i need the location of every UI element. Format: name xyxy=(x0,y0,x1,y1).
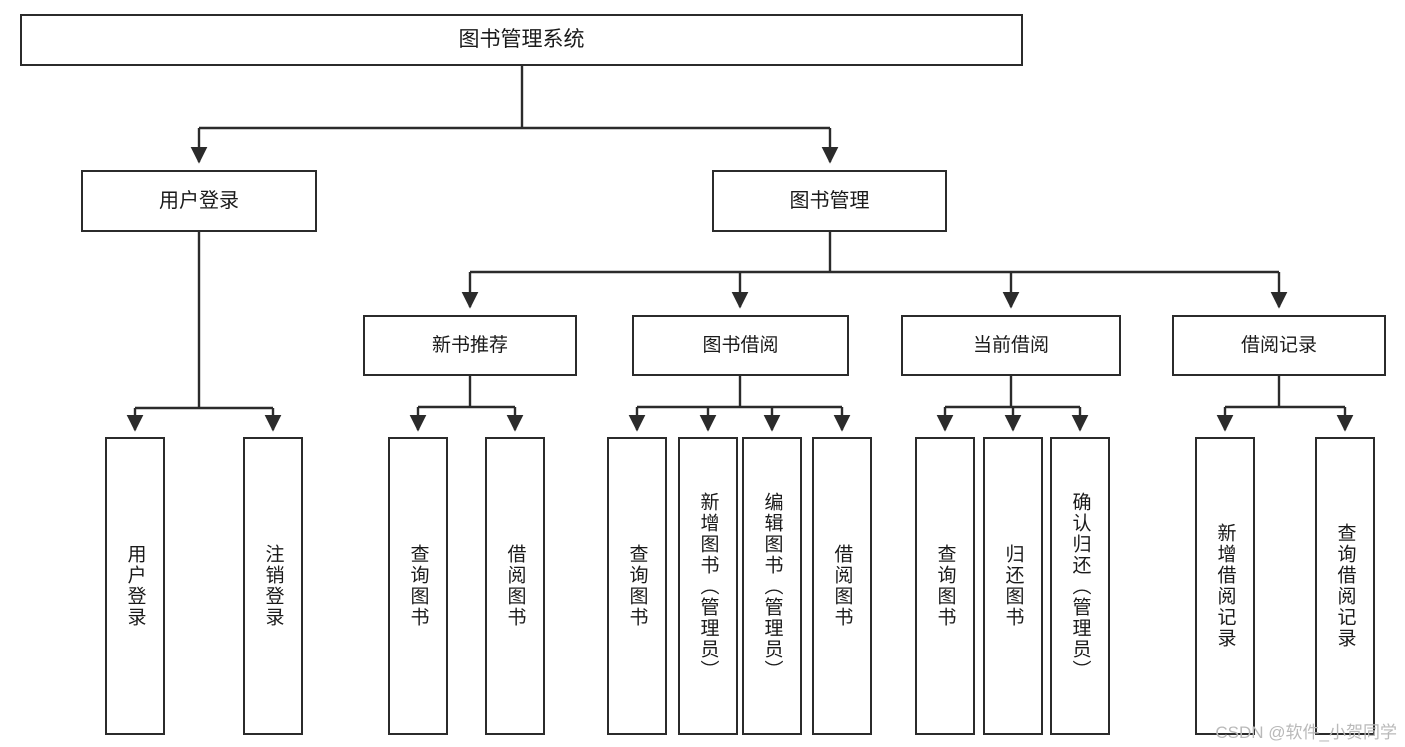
leaf-borrow-edit-book[interactable]: 编辑图书（管理员） xyxy=(742,437,802,735)
leaf-new-book-query[interactable]: 查询图书 xyxy=(388,437,448,735)
leaf-borrow-borrow-book[interactable]: 借阅图书 xyxy=(812,437,872,735)
node-root[interactable]: 图书管理系统 xyxy=(20,14,1023,66)
leaf-current-return-book[interactable]: 归还图书 xyxy=(983,437,1043,735)
leaf-new-book-borrow[interactable]: 借阅图书 xyxy=(485,437,545,735)
leaf-record-add[interactable]: 新增借阅记录 xyxy=(1195,437,1255,735)
node-user-login-label: 用户登录 xyxy=(159,189,239,212)
node-book-management-label: 图书管理 xyxy=(789,189,870,212)
leaf-current-query-book-label: 查询图书 xyxy=(934,544,956,628)
leaf-current-confirm-return-label: 确认归还（管理员） xyxy=(1069,491,1091,681)
node-new-book-recommend[interactable]: 新书推荐 xyxy=(363,315,577,376)
leaf-record-add-label: 新增借阅记录 xyxy=(1214,523,1236,649)
leaf-borrow-query-book-label: 查询图书 xyxy=(626,544,648,628)
leaf-user-login-signin[interactable]: 用户登录 xyxy=(105,437,165,735)
node-book-management[interactable]: 图书管理 xyxy=(712,170,947,232)
node-borrow-record[interactable]: 借阅记录 xyxy=(1172,315,1386,376)
watermark: CSDN @软件_小贺同学 xyxy=(1215,723,1397,742)
leaf-current-query-book[interactable]: 查询图书 xyxy=(915,437,975,735)
leaf-current-return-book-label: 归还图书 xyxy=(1002,544,1024,628)
leaf-new-book-borrow-label: 借阅图书 xyxy=(504,544,526,628)
leaf-user-login-signin-label: 用户登录 xyxy=(124,544,146,628)
leaf-borrow-edit-book-label: 编辑图书（管理员） xyxy=(761,491,783,681)
node-root-label: 图书管理系统 xyxy=(458,27,585,51)
node-new-book-recommend-label: 新书推荐 xyxy=(431,334,508,356)
node-book-borrow[interactable]: 图书借阅 xyxy=(632,315,849,376)
leaf-borrow-add-book-label: 新增图书（管理员） xyxy=(697,491,719,681)
leaf-borrow-borrow-book-label: 借阅图书 xyxy=(831,544,853,628)
node-current-borrow[interactable]: 当前借阅 xyxy=(901,315,1121,376)
leaf-new-book-query-label: 查询图书 xyxy=(407,544,429,628)
leaf-borrow-add-book[interactable]: 新增图书（管理员） xyxy=(678,437,738,735)
leaf-current-confirm-return[interactable]: 确认归还（管理员） xyxy=(1050,437,1110,735)
leaf-borrow-query-book[interactable]: 查询图书 xyxy=(607,437,667,735)
node-borrow-record-label: 借阅记录 xyxy=(1240,334,1317,356)
leaf-user-login-signout-label: 注销登录 xyxy=(262,544,284,628)
leaf-record-query-label: 查询借阅记录 xyxy=(1334,523,1356,649)
leaf-record-query[interactable]: 查询借阅记录 xyxy=(1315,437,1375,735)
leaf-user-login-signout[interactable]: 注销登录 xyxy=(243,437,303,735)
node-user-login[interactable]: 用户登录 xyxy=(81,170,317,232)
node-current-borrow-label: 当前借阅 xyxy=(972,334,1049,356)
node-book-borrow-label: 图书借阅 xyxy=(702,334,779,356)
